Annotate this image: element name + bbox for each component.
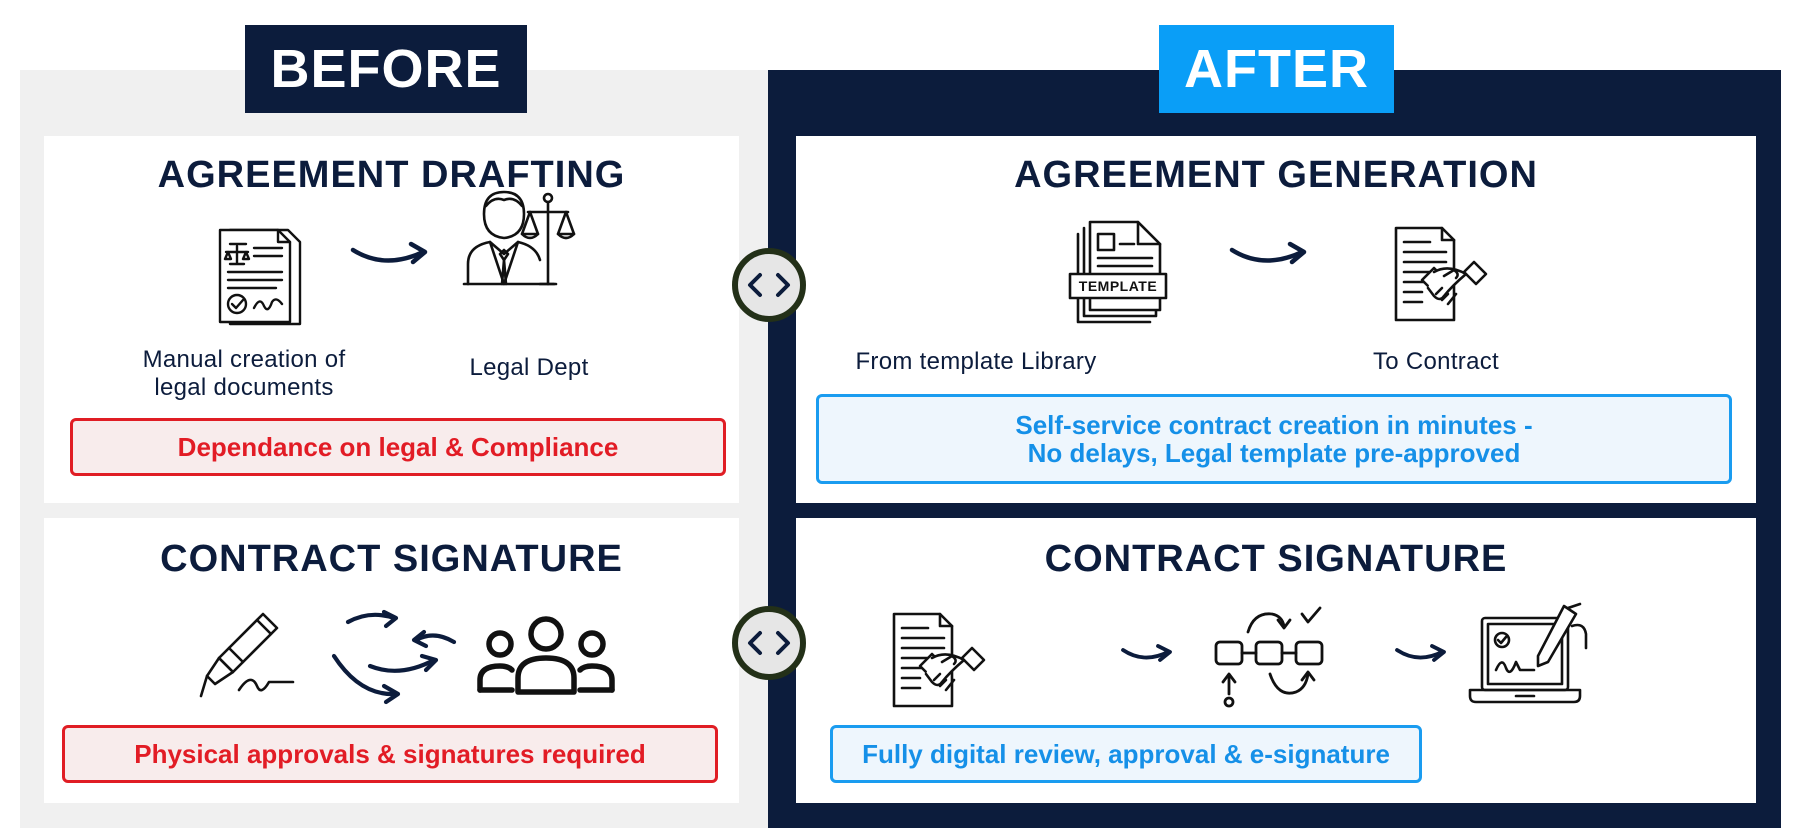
agreement-generation-panel: AGREEMENT GENERATION TEMPLATE	[796, 136, 1756, 503]
agreement-drafting-panel: AGREEMENT DRAFTING	[44, 136, 739, 503]
arrow-right-icon	[1228, 236, 1312, 272]
arrow-right-icon	[1120, 640, 1176, 668]
exchange-arrows-icon	[330, 608, 465, 708]
self-service-line1: Self-service contract creation in minute…	[1015, 410, 1533, 440]
panel-title: AGREEMENT DRAFTING	[157, 154, 626, 196]
compare-toggle-top[interactable]	[732, 248, 806, 322]
workflow-approval-icon	[1214, 606, 1324, 708]
panel-title: CONTRACT SIGNATURE	[160, 538, 623, 580]
caption-to-contract: To Contract	[1372, 348, 1500, 375]
lawyer-scales-icon	[462, 184, 576, 288]
digital-review-callout: Fully digital review, approval & e-signa…	[830, 725, 1422, 783]
caption-template-library: From template Library	[855, 348, 1097, 375]
template-badge: TEMPLATE	[1078, 278, 1158, 294]
after-contract-signature-panel: CONTRACT SIGNATURE	[796, 518, 1756, 803]
dependance-callout: Dependance on legal & Compliance	[70, 418, 726, 476]
panel-title: AGREEMENT GENERATION	[1014, 154, 1538, 196]
physical-approvals-callout: Physical approvals & signatures required	[62, 725, 718, 783]
caption-legal-dept: Legal Dept	[469, 354, 589, 381]
caption-manual-creation: Manual creation of	[142, 346, 346, 373]
self-service-callout: Self-service contract creation in minute…	[816, 394, 1732, 484]
template-document-icon: TEMPLATE	[1068, 220, 1168, 326]
fountain-pen-icon	[199, 610, 299, 700]
compare-toggle-icon	[748, 273, 790, 297]
laptop-esignature-icon	[1468, 602, 1588, 708]
before-contract-signature-panel: CONTRACT SIGNATURE	[44, 518, 739, 803]
compare-toggle-icon	[748, 631, 790, 655]
arrow-right-icon	[349, 236, 433, 272]
caption-legal-documents: legal documents	[154, 374, 334, 401]
after-tag: AFTER	[1159, 25, 1394, 113]
arrow-right-icon	[1394, 640, 1450, 668]
group-people-icon	[476, 614, 616, 696]
panel-title: CONTRACT SIGNATURE	[1044, 538, 1508, 580]
before-tag: BEFORE	[245, 25, 527, 113]
contract-handshake-icon	[888, 610, 988, 710]
self-service-line2: No delays, Legal template pre-approved	[1027, 438, 1521, 468]
compare-toggle-bottom[interactable]	[732, 606, 806, 680]
contract-handshake-icon	[1390, 224, 1490, 324]
legal-document-icon	[216, 224, 306, 328]
